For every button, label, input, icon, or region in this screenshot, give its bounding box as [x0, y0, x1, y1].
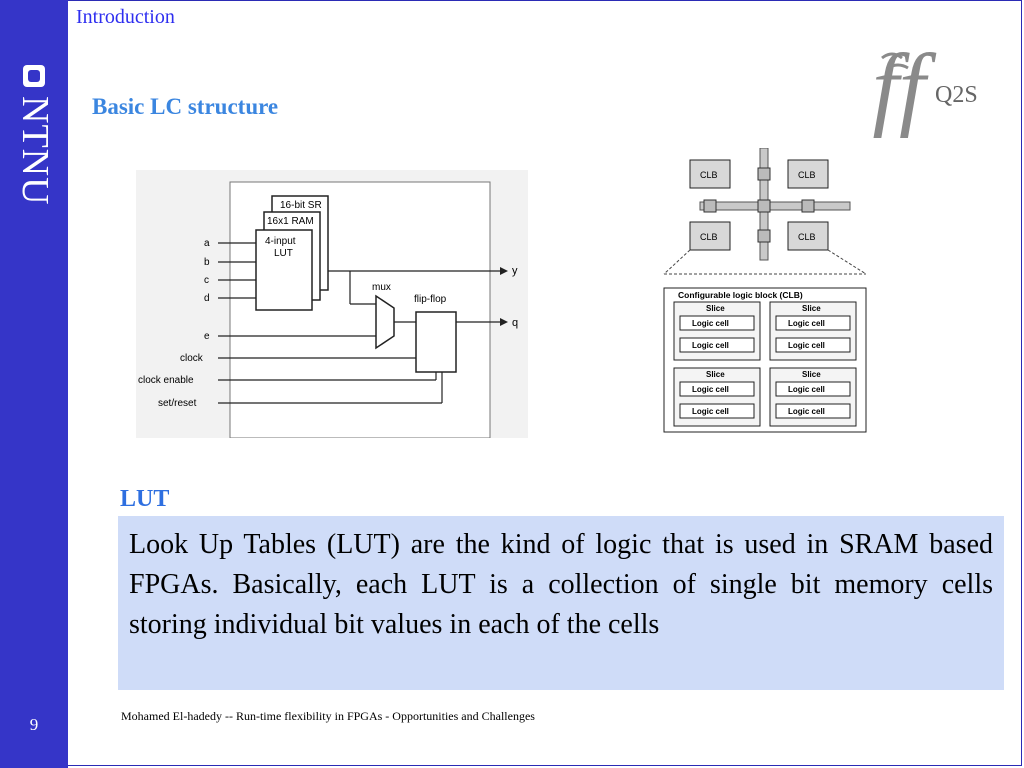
input-set-reset: set/reset	[158, 398, 197, 409]
clb-block	[787, 159, 829, 189]
sidebar: NTNU 9	[0, 0, 68, 768]
clb-block	[689, 221, 731, 251]
section-title: Introduction	[76, 6, 175, 28]
q2s-logo-icon: ff	[872, 34, 937, 138]
input-e: e	[204, 331, 210, 342]
clb-array-diagram: CLB CLB CLB CLB Configurable logic block…	[663, 148, 867, 433]
slide-frame	[68, 0, 1022, 766]
input-clock: clock	[180, 353, 204, 364]
ram-label: 16x1 RAM	[267, 216, 314, 227]
lut-box	[255, 229, 313, 311]
logic-cell-label: Logic cell	[692, 385, 729, 394]
mux-label: mux	[372, 282, 391, 293]
output-q: q	[512, 317, 518, 329]
lut-label-2: LUT	[274, 248, 293, 259]
ntnu-wordmark: NTNU	[14, 96, 56, 206]
clb-label: CLB	[798, 170, 816, 180]
logic-cell-label: Logic cell	[692, 319, 729, 328]
logic-cell-label: Logic cell	[692, 341, 729, 350]
lut-label-1: 4-input	[265, 236, 296, 247]
lc-structure-diagram: 16-bit SR 16x1 RAM 4-input LUT a b c d e…	[136, 170, 528, 438]
flipflop-box	[415, 311, 457, 373]
clb-label: CLB	[798, 232, 816, 242]
logic-cell-label: Logic cell	[692, 407, 729, 416]
clb-label: CLB	[700, 232, 718, 242]
input-a: a	[204, 238, 210, 249]
logic-cell-label: Logic cell	[788, 385, 825, 394]
slice-label: Slice	[706, 370, 725, 379]
clb-label: CLB	[700, 170, 718, 180]
logic-cell-label: Logic cell	[788, 341, 825, 350]
lut-description-box: Look Up Tables (LUT) are the kind of log…	[118, 516, 1004, 690]
slice-label: Slice	[802, 304, 821, 313]
clb-block	[689, 159, 731, 189]
clb-title: Configurable logic block (CLB)	[678, 290, 803, 300]
ntnu-logo-icon	[23, 65, 45, 87]
logic-cell-label: Logic cell	[788, 319, 825, 328]
page-number: 9	[29, 715, 39, 734]
input-d: d	[204, 293, 210, 304]
slide-subtitle: Basic LC structure	[92, 94, 279, 119]
logic-cell-label: Logic cell	[788, 407, 825, 416]
footer-text: Mohamed El-hadedy -- Run-time flexibilit…	[121, 709, 535, 723]
lut-heading: LUT	[120, 486, 170, 512]
input-c: c	[204, 275, 209, 286]
slice-label: Slice	[802, 370, 821, 379]
lut-description: Look Up Tables (LUT) are the kind of log…	[129, 529, 993, 640]
flipflop-label: flip-flop	[414, 294, 447, 305]
input-b: b	[204, 257, 210, 268]
output-y: y	[512, 265, 518, 277]
sr-label: 16-bit SR	[280, 200, 322, 211]
input-clock-enable: clock enable	[138, 375, 194, 386]
clb-block	[787, 221, 829, 251]
svg-text:ff: ff	[872, 34, 937, 138]
slice-label: Slice	[706, 304, 725, 313]
q2s-logo-text: Q2S	[935, 82, 978, 108]
